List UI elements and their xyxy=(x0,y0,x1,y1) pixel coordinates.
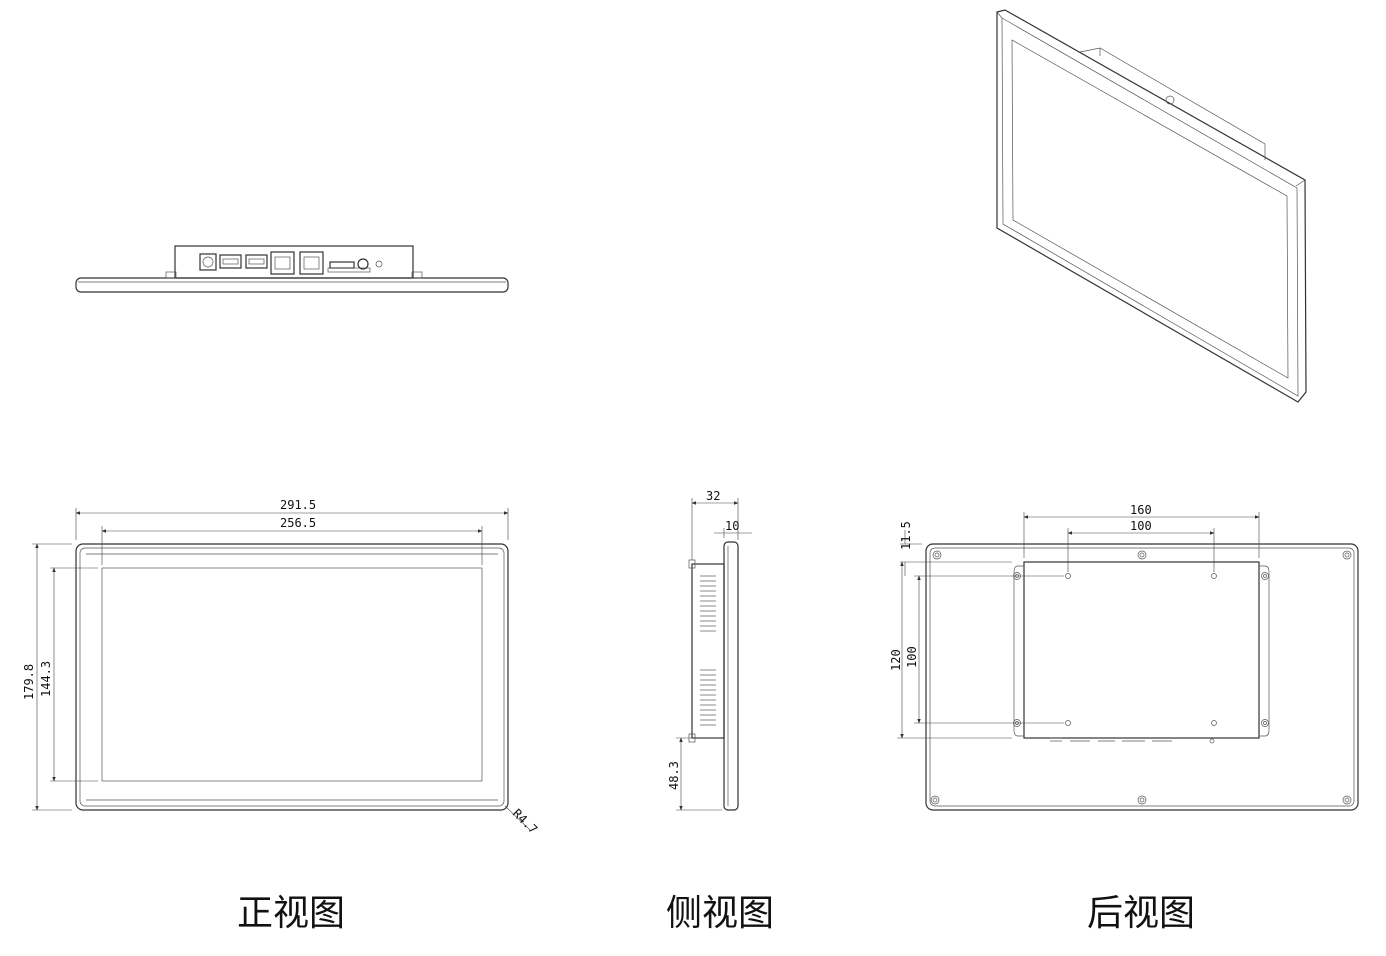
dim-mount-outer-width: 160 xyxy=(1130,503,1152,517)
front-view-caption: 正视图 xyxy=(237,893,346,934)
dim-panel-depth: 10 xyxy=(725,519,739,533)
dim-corner-radius: R4.7 xyxy=(510,806,540,836)
dim-outer-width: 291.5 xyxy=(280,498,316,512)
dc-jack-icon xyxy=(199,253,217,271)
led-icon xyxy=(375,260,383,268)
usb-port-icon xyxy=(219,254,242,269)
dim-inner-width: 256.5 xyxy=(280,516,316,530)
dim-inner-height: 144.3 xyxy=(39,661,53,697)
ethernet-port-icon xyxy=(299,251,324,275)
vent-slots xyxy=(700,575,716,726)
back-view-caption: 后视图 xyxy=(1087,893,1196,934)
side-view-caption: 侧视图 xyxy=(666,893,775,934)
back-view: 160 100 11.5 120 100 xyxy=(889,503,1359,811)
top-view xyxy=(75,245,509,293)
card-slot-icon xyxy=(327,261,371,273)
usb-port-icon xyxy=(245,254,268,269)
dim-mount-inner-width: 100 xyxy=(1130,519,1152,533)
screw-icons xyxy=(930,550,1352,805)
audio-jack-icon xyxy=(357,258,369,270)
dim-total-depth: 32 xyxy=(706,489,720,503)
isometric-view xyxy=(996,9,1307,403)
side-view: 32 10 48.3 xyxy=(667,489,752,811)
ethernet-port-icon xyxy=(270,251,295,275)
dim-top-offset: 11.5 xyxy=(899,521,913,550)
dim-mount-outer-height: 120 xyxy=(889,649,903,671)
dim-mount-inner-height: 100 xyxy=(905,646,919,668)
dim-port-offset: 48.3 xyxy=(667,761,681,790)
front-view: 291.5 256.5 179.8 144.3 R4.7 xyxy=(22,498,540,837)
dim-outer-height: 179.8 xyxy=(22,664,36,700)
